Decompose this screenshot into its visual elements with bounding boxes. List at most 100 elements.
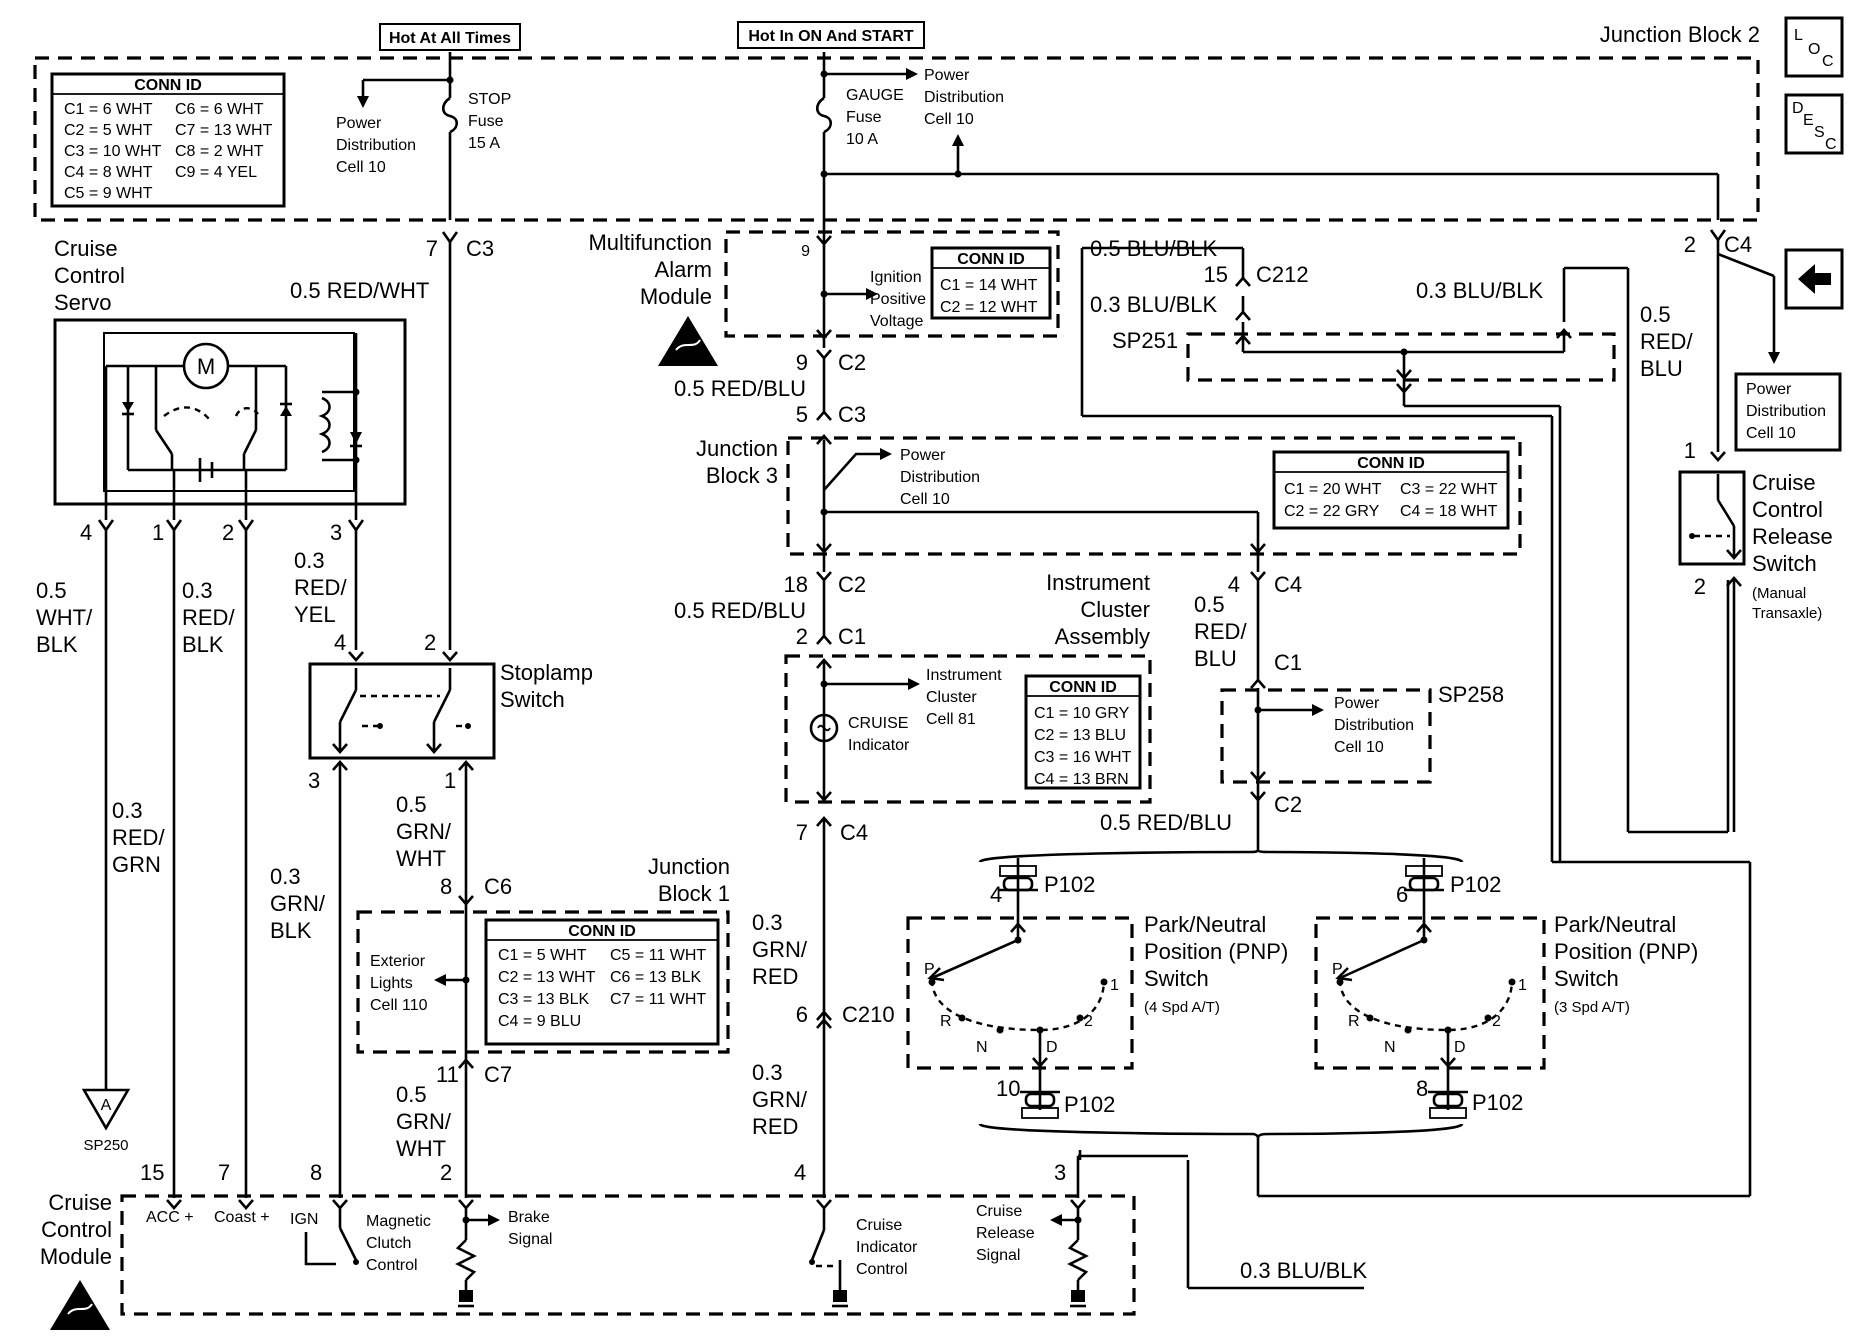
svg-text:P102: P102 [1044,872,1095,897]
svg-text:RED/: RED/ [182,605,235,630]
svg-text:11: 11 [436,1062,459,1087]
svg-text:C3 = 16 WHT: C3 = 16 WHT [1034,749,1132,766]
svg-text:Release: Release [976,1225,1035,1242]
svg-text:C4 = 13 BRN: C4 = 13 BRN [1034,771,1129,788]
svg-text:STOP: STOP [468,91,511,108]
svg-text:C1: C1 [1274,650,1302,675]
svg-text:Cell 10: Cell 10 [924,111,974,128]
svg-text:4: 4 [1228,572,1240,597]
svg-text:RED: RED [752,964,798,989]
svg-text:2: 2 [440,1160,452,1185]
svg-text:5: 5 [796,402,808,427]
cruise-control-module: ACC + Coast + IGN Magnetic Clutch Contro… [120,1194,1136,1316]
svg-text:GRN/: GRN/ [752,937,808,962]
loc-icon[interactable]: L O C [1784,16,1844,78]
svg-text:15 A: 15 A [468,135,500,152]
svg-text:P102: P102 [1472,1090,1523,1115]
desc-icon[interactable]: D E S C [1784,93,1844,155]
wire-label-red-wht: 0.5 RED/WHT [290,278,429,303]
svg-text:3: 3 [308,768,320,793]
svg-text:Fuse: Fuse [468,113,504,130]
svg-text:R: R [940,1013,952,1030]
back-arrow-icon[interactable] [1784,248,1844,310]
junction-block-2-label: Junction Block 2 [1600,22,1760,47]
pnp-switch-3spd: 6 P102 P R N D 2 1 8 P102 [1314,858,1546,1119]
svg-text:C7 = 13 WHT: C7 = 13 WHT [175,122,273,139]
hot-at-all-times-label: Hot At All Times [389,30,511,47]
svg-text:2: 2 [1492,1013,1501,1030]
svg-text:C210: C210 [842,1002,895,1027]
svg-text:2: 2 [1694,574,1706,599]
svg-text:0.5: 0.5 [1640,302,1671,327]
svg-text:RED: RED [752,1114,798,1139]
svg-text:C2 = 13 WHT: C2 = 13 WHT [498,969,596,986]
svg-text:Brake: Brake [508,1209,550,1226]
svg-text:0.3: 0.3 [752,910,783,935]
conn-id-table-jb2: CONN ID C1 = 6 WHT C6 = 6 WHT C2 = 5 WHT… [50,72,286,208]
svg-text:C6 = 6 WHT: C6 = 6 WHT [175,101,264,118]
svg-text:0.3: 0.3 [182,578,213,603]
svg-text:Cell 10: Cell 10 [900,491,950,508]
svg-text:Coast +: Coast + [214,1209,270,1226]
svg-text:C3: C3 [466,236,494,261]
hot-in-on-start-label: Hot In ON And START [748,28,914,45]
svg-text:Park/Neutral: Park/Neutral [1144,912,1266,937]
svg-text:0.3 BLU/BLK: 0.3 BLU/BLK [1240,1258,1368,1283]
hot-in-on-start-header: Hot In ON And START [737,21,925,49]
svg-text:0.5: 0.5 [36,578,67,603]
svg-text:Release: Release [1752,524,1833,549]
svg-text:CRUISE: CRUISE [848,715,908,732]
svg-text:P: P [1332,961,1343,978]
svg-text:6: 6 [796,1002,808,1027]
svg-text:GAUGE: GAUGE [846,87,904,104]
svg-text:6: 6 [1396,882,1408,907]
svg-text:P102: P102 [1064,1092,1115,1117]
svg-text:Cruise: Cruise [856,1217,902,1234]
svg-text:Cluster: Cluster [926,689,977,706]
svg-text:Alarm: Alarm [655,257,712,282]
svg-text:Position (PNP): Position (PNP) [1144,939,1288,964]
svg-text:GRN/: GRN/ [396,819,452,844]
svg-text:C4 = 9 BLU: C4 = 9 BLU [498,1013,581,1030]
svg-text:(4 Spd A/T): (4 Spd A/T) [1144,999,1220,1016]
svg-text:0.5: 0.5 [396,792,427,817]
svg-text:Cruise: Cruise [54,236,118,261]
svg-text:4: 4 [794,1160,806,1185]
svg-text:GRN/: GRN/ [752,1087,808,1112]
svg-text:CONN ID: CONN ID [1049,679,1117,696]
junction-block-2-boundary [33,56,1760,222]
cruise-indicator-lamp-icon [809,713,839,743]
svg-text:0.3: 0.3 [270,864,301,889]
svg-text:15: 15 [140,1160,164,1185]
svg-text:E: E [1803,112,1814,129]
multifunction-alarm-module: Ignition Positive Voltage [724,220,1060,348]
svg-text:C7 = 11 WHT: C7 = 11 WHT [610,991,706,1008]
svg-text:Power: Power [1746,381,1792,398]
svg-text:SP250: SP250 [83,1137,128,1154]
svg-text:C1 = 10 GRY: C1 = 10 GRY [1034,705,1130,722]
svg-text:RED/: RED/ [1194,619,1247,644]
svg-text:Stoplamp: Stoplamp [500,660,593,685]
svg-text:(3 Spd A/T): (3 Spd A/T) [1554,999,1630,1016]
svg-text:Clutch: Clutch [366,1235,411,1252]
svg-text:Switch: Switch [1144,966,1209,991]
svg-text:C4: C4 [1274,572,1302,597]
svg-text:CONN ID: CONN ID [957,251,1025,268]
svg-text:Switch: Switch [1554,966,1619,991]
motor-icon: M [197,354,215,379]
svg-text:2: 2 [424,630,436,655]
svg-text:Power: Power [900,447,946,464]
svg-text:0.5: 0.5 [1194,592,1225,617]
svg-text:Exterior: Exterior [370,953,426,970]
svg-text:1: 1 [152,520,164,545]
svg-text:Instrument: Instrument [926,667,1002,684]
svg-text:Cell 81: Cell 81 [926,711,976,728]
svg-text:C1 = 20 WHT: C1 = 20 WHT [1284,481,1382,498]
pnp-switch-4spd: 4 P102 P R N D 2 1 10 P102 [906,858,1134,1119]
svg-text:Block 3: Block 3 [706,463,778,488]
svg-text:WHT: WHT [396,1136,446,1161]
svg-text:BLU: BLU [1194,646,1237,671]
svg-text:SP251: SP251 [1112,328,1178,353]
junction-block-3: Power Distribution Cell 10 [786,434,1522,556]
svg-text:C1 = 14 WHT: C1 = 14 WHT [940,277,1038,294]
